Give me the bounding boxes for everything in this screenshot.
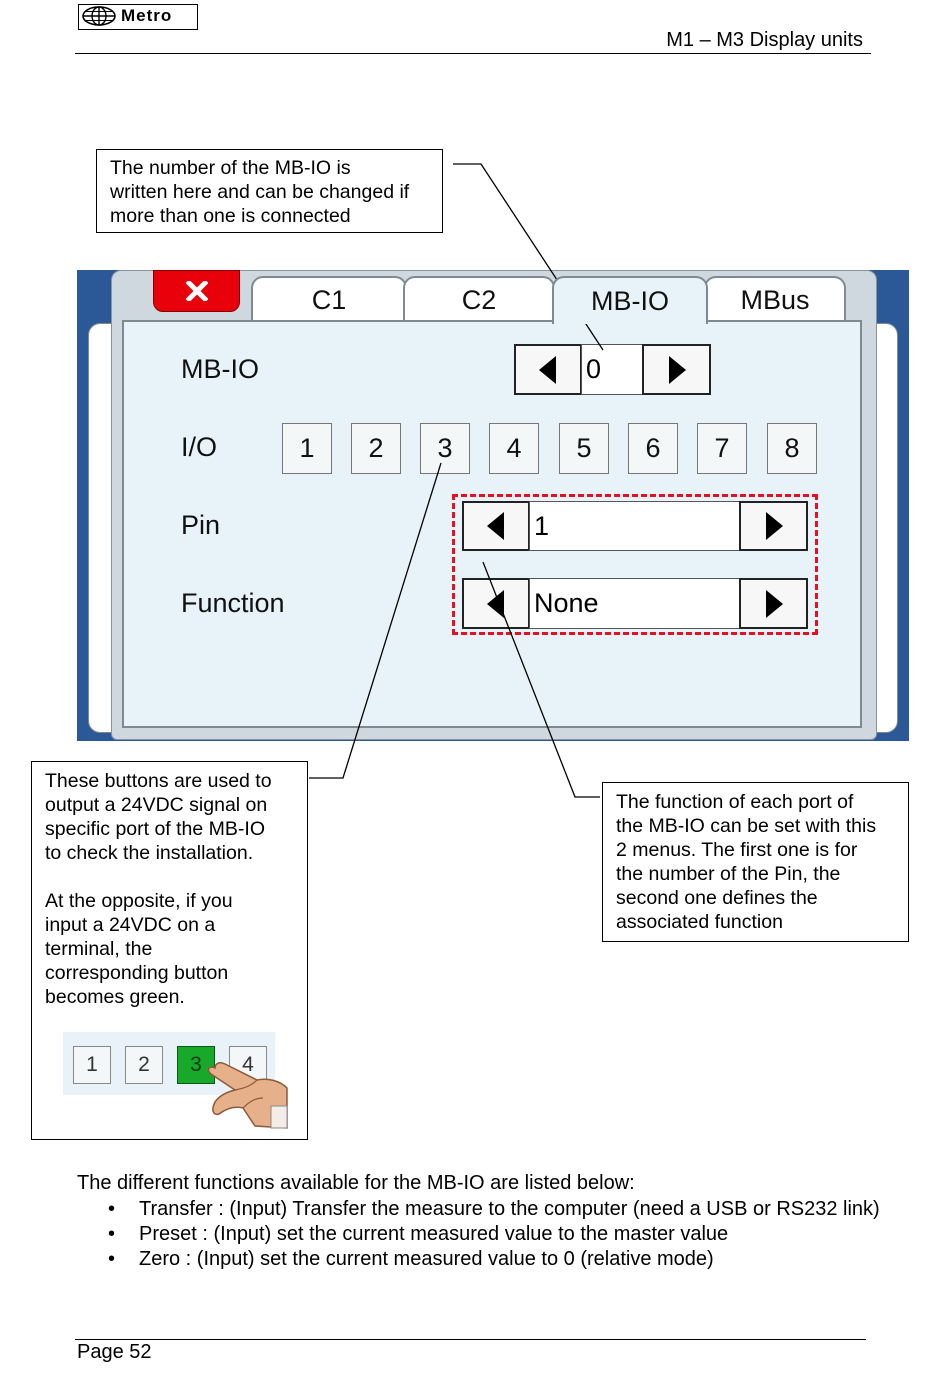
scroll-rail-left — [88, 323, 112, 733]
tab-c1[interactable]: C1 — [251, 276, 407, 322]
mbio-number-value: 0 — [581, 344, 644, 395]
callout-line: more than one is connected — [110, 205, 351, 227]
demo-button-1: 1 — [73, 1046, 111, 1084]
pin-value: 1 — [529, 501, 741, 551]
callout-function-menus: The function of each port of the MB-IO c… — [602, 782, 909, 942]
arrow-right-icon — [668, 355, 686, 384]
pin-next-button[interactable] — [739, 501, 808, 551]
scroll-rail-right — [874, 323, 898, 733]
mbio-prev-button[interactable] — [514, 344, 582, 395]
arrow-right-icon — [765, 589, 783, 618]
active-tab-joint — [554, 319, 706, 323]
callout-line: the number of the Pin, the — [616, 863, 841, 885]
list-item-text: Preset : (Input) set the current measure… — [139, 1223, 729, 1245]
list-item-text: Zero : (Input) set the current measured … — [139, 1248, 714, 1270]
callout-line: The function of each port of — [616, 791, 854, 813]
list-item-text: Transfer : (Input) Transfer the measure … — [139, 1198, 880, 1220]
function-next-button[interactable] — [739, 578, 808, 629]
arrow-left-icon — [539, 355, 556, 384]
tab-label: MB-IO — [591, 285, 669, 316]
callout-mbio-number: The number of the MB-IO is written here … — [96, 149, 443, 233]
callout-line: output a 24VDC signal on — [45, 794, 268, 816]
list-item: • Transfer : (Input) Transfer the measure… — [108, 1197, 888, 1221]
callout-line: written here and can be changed if — [110, 181, 410, 203]
io-button-2[interactable]: 2 — [351, 423, 401, 474]
demo-button-3-active: 3 — [177, 1046, 215, 1084]
pin-value-text: 1 — [534, 510, 550, 541]
tab-c2[interactable]: C2 — [403, 276, 555, 322]
callout-line: the MB-IO can be set with this — [616, 815, 877, 837]
list-item: • Preset : (Input) set the current measur… — [108, 1222, 888, 1246]
metro-logo: Metro — [78, 4, 198, 30]
io-button-7[interactable]: 7 — [697, 423, 747, 474]
callout-line: The number of the MB-IO is — [110, 157, 351, 179]
arrow-left-icon — [487, 512, 504, 540]
tab-label: C1 — [311, 284, 347, 315]
page-number: Page 52 — [77, 1341, 152, 1363]
bullet: • — [108, 1198, 116, 1220]
io-button-6[interactable]: 6 — [628, 423, 678, 474]
tab-label: C2 — [461, 284, 497, 315]
callout-line: associated function — [616, 911, 783, 933]
close-button[interactable] — [153, 270, 240, 312]
io-button-4[interactable]: 4 — [489, 423, 539, 474]
io-button-5[interactable]: 5 — [559, 423, 609, 474]
x-icon — [185, 281, 208, 301]
list-item: • Zero : (Input) set the current measured… — [108, 1247, 888, 1271]
tab-label: MBus — [740, 284, 810, 315]
mbio-number-text: 0 — [586, 354, 602, 384]
callout-line: to check the installation. — [45, 842, 254, 864]
pin-label: Pin — [181, 510, 221, 540]
callout-line: becomes green. — [45, 986, 185, 1008]
logo-text: Metro — [121, 6, 173, 25]
callout-spacer — [45, 865, 307, 889]
tab-mbus[interactable]: MBus — [704, 276, 846, 322]
mbio-next-button[interactable] — [642, 344, 711, 395]
pin-function-highlight — [452, 494, 818, 635]
function-label: Function — [181, 588, 285, 618]
callout-line: At the opposite, if you — [45, 890, 233, 912]
bullet: • — [108, 1223, 116, 1245]
bullet: • — [108, 1248, 116, 1270]
callout-line: input a 24VDC on a — [45, 914, 216, 936]
io-button-1[interactable]: 1 — [282, 423, 332, 474]
functions-intro: The different functions available for th… — [77, 1172, 635, 1194]
callout-line: 2 menus. The first one is for — [616, 839, 858, 861]
callout-line: specific port of the MB-IO — [45, 818, 265, 840]
callout-line: second one defines the — [616, 887, 818, 909]
mbio-label: MB-IO — [181, 354, 259, 384]
io-button-8[interactable]: 8 — [767, 423, 817, 474]
io-button-3[interactable]: 3 — [420, 423, 470, 474]
footer-rule — [75, 1339, 866, 1340]
header-rule — [75, 53, 871, 54]
tab-mbio[interactable]: MB-IO — [552, 276, 708, 324]
callout-line: corresponding button — [45, 962, 229, 984]
callout-line: These buttons are used to — [45, 770, 272, 792]
callout-line: terminal, the — [45, 938, 153, 960]
functions-list: • Transfer : (Input) Transfer the measure… — [108, 1197, 888, 1272]
document-title: M1 – M3 Display units — [666, 29, 863, 51]
hand-pointer-icon — [207, 1062, 288, 1129]
arrow-right-icon — [765, 512, 783, 540]
io-label: I/O — [181, 432, 218, 462]
globe-icon — [82, 6, 116, 26]
demo-button-2: 2 — [125, 1046, 163, 1084]
